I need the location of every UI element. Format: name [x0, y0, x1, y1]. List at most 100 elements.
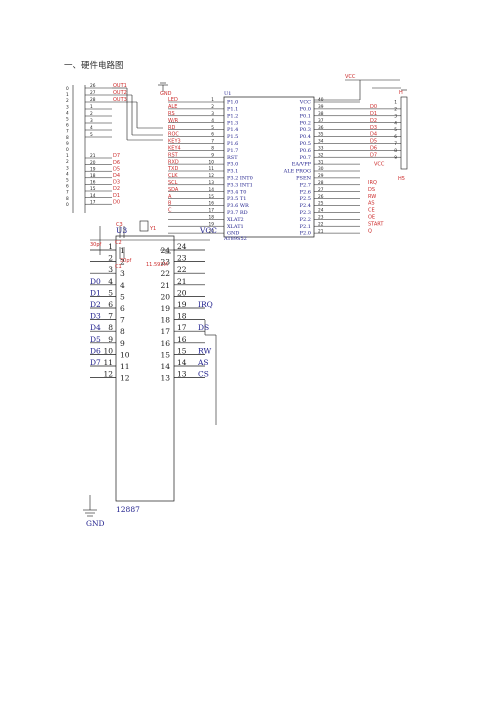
u1-left-pin-name: P3.5 T1 [227, 196, 246, 202]
left-connector-pin-number: 15 [90, 186, 96, 192]
left-connector-pin-number: 19 [90, 166, 96, 172]
u1-left-pin-number: 13 [209, 180, 215, 186]
p2-net-label: Q [368, 228, 372, 234]
p0-net-label: D2 [370, 118, 377, 124]
u3-right-pin-number: 16 [177, 335, 187, 344]
left-connector-label: 2 [66, 98, 69, 104]
u1-left-net-label: LED [168, 97, 178, 103]
c3-label: C3 [116, 222, 123, 228]
u1-left-pin-name: P1.6 [227, 141, 238, 147]
left-connector-label: 3 [66, 165, 69, 171]
header-h-pin-number: 4 [394, 120, 397, 126]
u1-right-pin-name: P0.0 [300, 107, 311, 113]
u3-left-pin-number: 10 [103, 346, 113, 355]
u1-right-pin-number: 32 [318, 152, 324, 158]
u1-right-pin-name: P0.5 [300, 141, 311, 147]
u1-right-pin-name: P0.4 [300, 134, 311, 140]
u1-left-net-label: KEY4 [168, 146, 181, 152]
left-connector-label: 3 [66, 104, 69, 110]
u3-left-pin-number: 8 [108, 323, 113, 332]
u1-left-pin-number: 4 [211, 118, 214, 124]
p2-net-label: AS [368, 201, 375, 207]
u1-left-net-label: ALE [168, 104, 177, 110]
left-connector-label: 9 [66, 141, 69, 147]
u1-right-pin-name: P2.0 [300, 231, 311, 237]
p0-net-label: D3 [370, 125, 377, 131]
left-connector-pin-number: 17 [90, 199, 96, 205]
u3-left-inner-number: 10 [120, 350, 130, 359]
u3-left-pin-number: 5 [108, 288, 113, 297]
u3-right-pin-number: 19 [177, 300, 187, 309]
u3-right-net-label: IRQ [198, 300, 213, 309]
u1-left-net-label: TXD [167, 166, 178, 172]
header-h-pin-number: 8 [394, 148, 397, 154]
left-connector-label: 6 [66, 184, 69, 190]
u1-left-net-label: RXD [168, 159, 179, 165]
p2-net-label: DS [368, 187, 375, 193]
u3-right-pin-number: 14 [177, 358, 187, 367]
u3-right-inner-number: 13 [160, 374, 170, 383]
u3-right-pin-number: 15 [177, 346, 187, 355]
p2-net-label: RW [368, 194, 376, 200]
u3-left-net-label: D1 [90, 288, 101, 297]
u3-right-pin-number: 22 [177, 265, 187, 274]
u1-right-pin-name: P2.6 [300, 189, 311, 195]
left-connector-pin-number: 5 [90, 132, 93, 138]
left-connector-pin-number: 20 [90, 160, 96, 166]
c2-label: C2 [115, 240, 122, 246]
left-connector-net-label: OUT1 [113, 83, 127, 89]
u3-part-label: 12887 [116, 505, 140, 514]
u3-left-inner-number: 7 [120, 316, 125, 325]
left-connector-label: 8 [66, 135, 69, 141]
left-connector-net-label: D3 [113, 180, 120, 186]
header-h-pin-number: 1 [394, 100, 397, 106]
u1-right-pin-number: 30 [318, 166, 324, 172]
p0-net-label: D7 [370, 152, 377, 158]
left-connector-net-label: D1 [113, 193, 120, 199]
u1-right-pin-number: 31 [318, 159, 324, 165]
u1-right-pin-name: P2.3 [300, 210, 311, 216]
u1-left-pin-number: 20 [209, 228, 215, 234]
u1-right-pin-name: ALE PROG [283, 169, 311, 175]
u1-part-label: AT89S52 [223, 236, 247, 242]
u3-right-pin-number: 18 [177, 312, 187, 321]
u1-right-pin-name: P2.2 [300, 217, 311, 223]
u1-left-pin-name: XLAT2 [227, 217, 244, 223]
u3-left-inner-number: 11 [120, 362, 130, 371]
u3-right-inner-number: 20 [160, 292, 170, 301]
u3-right-inner-number: 23 [160, 258, 170, 267]
u1-left-pin-name: RST [227, 155, 238, 161]
u1-right-pin-name: P2.5 [300, 196, 311, 202]
u3-left-pin-number: 12 [103, 370, 113, 379]
u3-right-inner-number: 22 [160, 269, 170, 278]
u1-ref-label: U1 [224, 91, 231, 97]
u1-left-pin-name: P1.3 [227, 120, 238, 126]
u1-right-pin-name: P2.1 [300, 224, 311, 230]
u3-right-net-label: DS [198, 323, 209, 332]
header-h-pin-number: 7 [394, 141, 397, 147]
u1-left-pin-name: P1.5 [227, 134, 238, 140]
u3-left-net-label: D2 [90, 300, 101, 309]
u3-left-pin-number: 6 [108, 300, 113, 309]
u3-left-pin-number: 11 [103, 358, 113, 367]
u1-left-pin-number: 19 [209, 221, 215, 227]
u1-right-pin-number: 40 [318, 97, 324, 103]
left-connector-label: 6 [66, 123, 69, 129]
u1-left-pin-name: P3.6 WR [227, 203, 249, 209]
u3-left-pin-number: 7 [108, 312, 113, 321]
u1-left-pin-name: P3.4 T0 [227, 189, 246, 195]
u3-left-inner-number: 8 [120, 327, 125, 336]
left-connector-pin-number: 26 [90, 83, 96, 89]
left-connector-pin-number: 1 [90, 104, 93, 110]
u1-right-pin-number: 21 [318, 228, 324, 234]
u3-left-inner-number: 9 [120, 339, 125, 348]
cap-value2-label: 30pf [120, 258, 132, 264]
left-connector-label: 1 [66, 92, 69, 98]
left-connector-label: 5 [66, 178, 69, 184]
p0-net-label: D0 [370, 104, 377, 110]
u1-right-pin-number: 29 [318, 173, 324, 179]
u3-left-inner-number: 6 [120, 304, 125, 313]
left-connector-label: 0 [66, 86, 69, 92]
u1-right-pin-number: 36 [318, 125, 324, 131]
u1-right-pin-number: 33 [318, 146, 324, 152]
